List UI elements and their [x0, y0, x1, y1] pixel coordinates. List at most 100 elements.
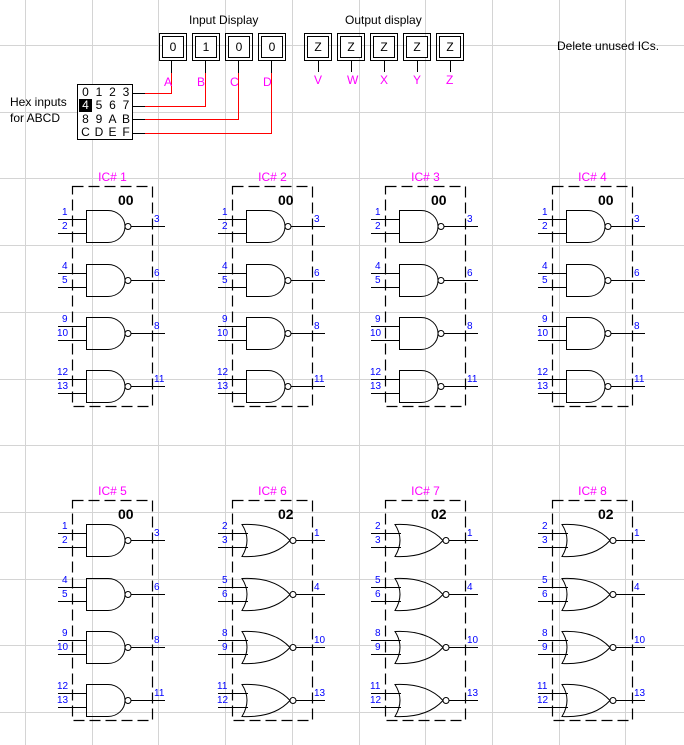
nand-gate-icon	[86, 317, 126, 350]
pin-number: 9	[542, 314, 548, 325]
nand-gate-icon	[86, 684, 126, 717]
inversion-bubble	[442, 537, 450, 544]
ic-2[interactable]	[218, 185, 325, 408]
pin-number: 13	[634, 688, 646, 699]
hex-key-4[interactable]: 4	[79, 99, 92, 113]
pin-number: 9	[222, 642, 228, 653]
inversion-bubble	[609, 697, 617, 704]
hex-key-2[interactable]: 2	[109, 85, 116, 99]
pin-number: 9	[375, 314, 381, 325]
hex-key-3[interactable]: 3	[122, 85, 130, 99]
pin-number: 9	[62, 314, 68, 325]
pin-number: 2	[222, 521, 228, 532]
pin-number: 9	[375, 642, 381, 653]
ic-outline	[551, 185, 634, 408]
pin-number: 4	[222, 261, 228, 272]
nand-gate-icon	[566, 210, 606, 243]
hex-key-8[interactable]: 8	[82, 111, 89, 126]
pin-number: 11	[537, 681, 548, 692]
pin-number: 13	[537, 381, 549, 392]
pin-number: 2	[375, 221, 381, 232]
inversion-bubble	[442, 644, 450, 651]
inversion-bubble	[289, 644, 297, 651]
ic-label: IC# 5	[98, 484, 127, 498]
hex-key-a[interactable]: A	[108, 111, 117, 126]
ic-outline	[71, 499, 154, 722]
ic-type-label: 00	[118, 506, 134, 522]
wire-d	[145, 73, 272, 134]
hex-key-e[interactable]: E	[108, 124, 117, 139]
ic-6[interactable]	[218, 499, 325, 722]
output-display-w: Z	[337, 33, 365, 61]
inversion-bubble	[284, 223, 292, 230]
pin-number: 12	[370, 367, 382, 378]
ic-3[interactable]	[371, 185, 478, 408]
output-display-z: Z	[436, 33, 464, 61]
pin-number: 2	[375, 521, 381, 532]
input-label-d: D	[263, 75, 272, 89]
pin-number: 5	[222, 275, 228, 286]
hex-input-label-2: for ABCD	[10, 111, 61, 125]
inversion-bubble	[124, 537, 132, 544]
hex-key-c[interactable]: C	[81, 124, 90, 139]
ic-8[interactable]	[538, 499, 645, 722]
output-label-z: Z	[446, 73, 454, 87]
inversion-bubble	[609, 644, 617, 651]
pin-number: 4	[542, 261, 548, 272]
pin-number: 11	[154, 688, 165, 699]
ic-label: IC# 8	[578, 484, 607, 498]
pin-number: 3	[154, 214, 160, 225]
pin-number: 5	[62, 589, 68, 600]
hex-key-b[interactable]: B	[121, 111, 130, 126]
hex-key-f[interactable]: F	[122, 124, 130, 139]
ic-outline	[551, 499, 634, 722]
inversion-bubble	[284, 383, 292, 390]
pin-number: 2	[542, 521, 548, 532]
pin-number: 2	[62, 535, 68, 546]
hex-input-label-1: Hex inputs	[10, 95, 67, 109]
wire-a	[145, 73, 172, 94]
wire-c	[145, 73, 239, 120]
pin-number: 10	[314, 635, 326, 646]
ic-7[interactable]	[371, 499, 478, 722]
hex-key-1[interactable]: 1	[95, 85, 103, 99]
ic-5[interactable]	[58, 499, 165, 722]
inversion-bubble	[437, 277, 445, 284]
ic-label: IC# 4	[578, 170, 607, 184]
input-display-title: Input Display	[189, 13, 259, 27]
pin-number: 2	[62, 221, 68, 232]
ic-outline	[231, 499, 314, 722]
pin-number: 5	[542, 275, 548, 286]
nand-gate-icon	[86, 631, 126, 664]
ic-1[interactable]	[58, 185, 165, 408]
pin-number: 8	[222, 628, 228, 639]
nor-gate-icon	[241, 523, 291, 558]
hex-key-6[interactable]: 6	[109, 98, 116, 113]
pin-number: 3	[375, 535, 381, 546]
pin-number: 6	[154, 268, 160, 279]
pin-number: 11	[314, 374, 325, 385]
hex-key-d[interactable]: D	[94, 124, 104, 139]
nand-gate-icon	[246, 210, 286, 243]
hex-key-7[interactable]: 7	[122, 98, 130, 113]
hex-key-5[interactable]: 5	[95, 98, 103, 113]
pin-number: 6	[375, 589, 381, 600]
pin-number: 8	[375, 628, 381, 639]
inversion-bubble	[284, 277, 292, 284]
pin-number: 6	[222, 589, 228, 600]
pin-number: 13	[217, 381, 229, 392]
pin-number: 4	[62, 261, 68, 272]
hex-key-9[interactable]: 9	[95, 111, 103, 126]
wires	[132, 60, 451, 134]
hex-key-0[interactable]: 0	[82, 85, 89, 99]
pin-number: 1	[375, 207, 381, 218]
ic-4[interactable]	[538, 185, 645, 408]
inversion-bubble	[437, 330, 445, 337]
pin-number: 10	[537, 328, 549, 339]
input-label-b: B	[197, 75, 206, 89]
pin-number: 4	[634, 582, 640, 593]
nand-gate-icon	[86, 524, 126, 557]
inversion-bubble	[124, 591, 132, 598]
input-display-d: 0	[258, 33, 286, 61]
